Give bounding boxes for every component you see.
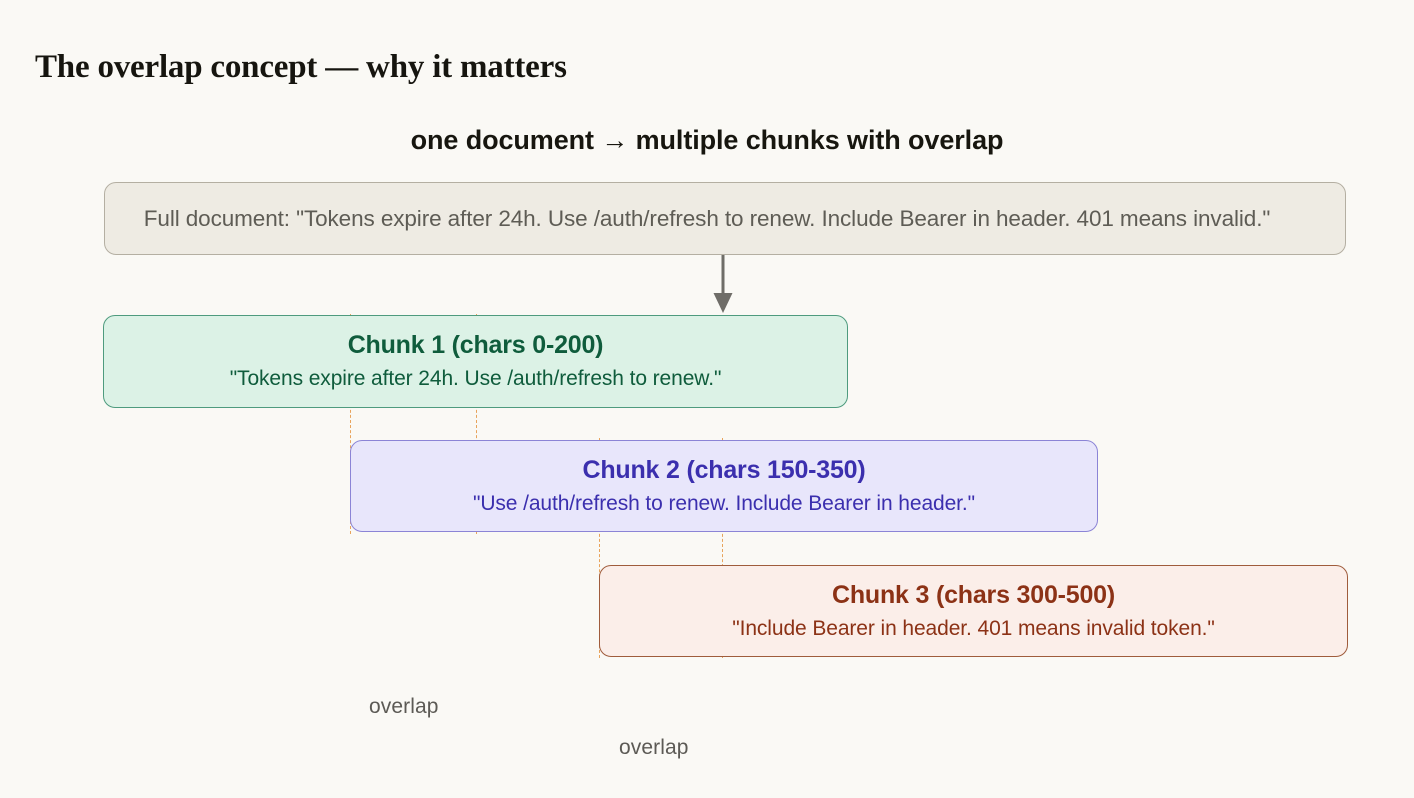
full-document-box xyxy=(104,182,1346,255)
overlap-label-2: overlap xyxy=(619,736,689,759)
chunk-box-3: Chunk 3 (chars 300-500) "Include Bearer … xyxy=(599,565,1348,657)
chunk-1-title: Chunk 1 (chars 0-200) xyxy=(347,331,604,359)
chunk-3-text: "Include Bearer in header. 401 means inv… xyxy=(732,616,1215,640)
chunk-3-title: Chunk 3 (chars 300-500) xyxy=(831,580,1116,609)
chunk-1-text: "Tokens expire after 24h. Use /auth/refr… xyxy=(229,367,722,390)
page-title: The overlap concept — why it matters xyxy=(35,49,567,85)
subtitle: one document → multiple chunks with over… xyxy=(410,125,1004,155)
chunk-box-1: Chunk 1 (chars 0-200) "Tokens expire aft… xyxy=(103,315,848,408)
overlap-label-1: overlap xyxy=(369,695,439,718)
down-arrow-icon xyxy=(713,255,733,313)
chunk-2-title: Chunk 2 (chars 150-350) xyxy=(582,455,866,484)
chunk-2-text: "Use /auth/refresh to renew. Include Bea… xyxy=(472,491,976,515)
full-document-label: Full document: "Tokens expire after 24h.… xyxy=(143,206,1271,231)
chunk-box-2: Chunk 2 (chars 150-350) "Use /auth/refre… xyxy=(350,440,1098,532)
